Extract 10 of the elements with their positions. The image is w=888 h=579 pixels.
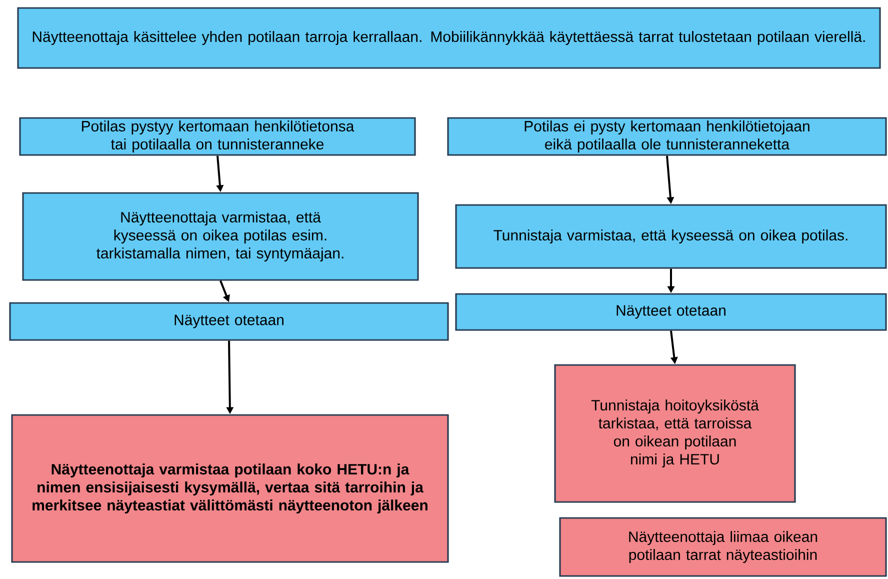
process-box: Näytteenottaja käsittelee yhden potilaan tarroja kerrallaan. Mobiilikännykkää käytettäessä tarrat tulostetaan potilaan vierellä. [17, 7, 881, 69]
process-box: Näytteenottaja varmistaa, että kyseessä on oikea potilas esim. tarkistamalla nimen, tai syntymäajan. [22, 192, 419, 281]
process-box: Näytteet otetaan [9, 302, 449, 341]
process-box: Potilas pystyy kertomaan henkilötietonsa tai potilaalla on tunnisteranneke [19, 117, 416, 156]
process-box: Potilas ei pysty kertomaan henkilötietojaan eikä potilaalla ole tunnisteranneketta [447, 117, 887, 156]
check-box: Tunnistaja hoitoyksiköstä tarkistaa, että tarroissa on oikean potilaan nimi ja HETU [554, 364, 796, 503]
process-box: Tunnistaja varmistaa, että kyseessä on oikea potilas. [455, 204, 887, 269]
check-box: Näytteenottaja varmistaa potilaan koko HETU:n ja nimen ensisijaisesti kysymällä, vertaa sitä tarroihin ja merkitsee näyteastiat välittömästi näytteenoton jälkeen [11, 414, 449, 563]
check-box: Näytteenottaja liimaa oikean potilaan tarrat näyteastioihin [559, 517, 887, 577]
process-box: Näytteet otetaan [455, 293, 887, 331]
